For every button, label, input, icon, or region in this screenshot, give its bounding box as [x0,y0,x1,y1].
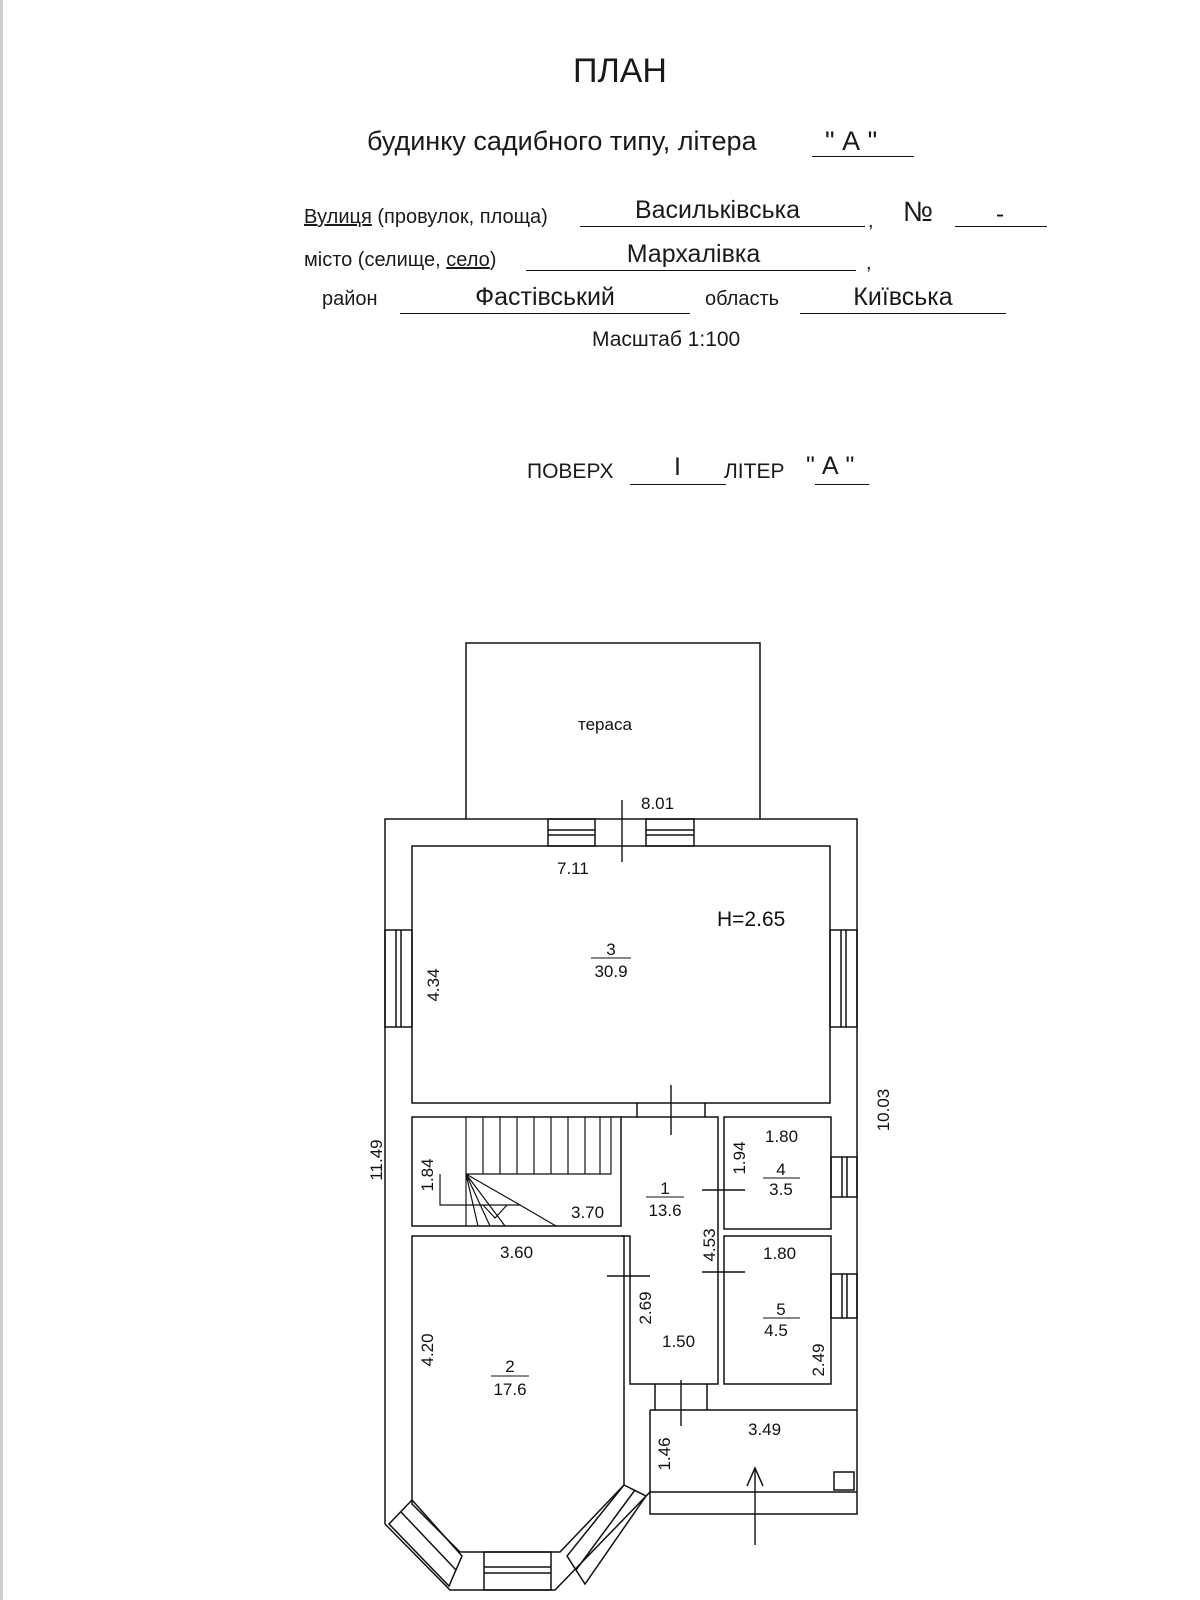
area-fraction-bars [491,957,800,1377]
room-1-outline [621,1116,719,1385]
region-underline [800,313,1006,314]
dim-hall-lower-height: 2.69 [636,1291,655,1324]
dim-room-3-height: 4.34 [424,968,443,1001]
dim-stair-width: 3.70 [571,1203,604,1222]
dim-entry-height: 1.46 [655,1437,674,1470]
window-bay-bottom [483,1551,552,1591]
dim-entry-width: 3.49 [748,1420,781,1439]
window-bay-left [387,1498,463,1588]
terrace-label: тераса [578,715,632,734]
room-1-number: 1 [660,1179,669,1198]
room-3-area: 30.9 [594,962,627,981]
number-underline [955,226,1047,227]
entry-door-jambs [654,1384,708,1410]
window-top-right [645,818,695,847]
dim-outer-left: 11.49 [367,1139,386,1180]
dim-outer-top: 8.01 [641,794,674,813]
floor-underline [630,484,726,485]
letter-value-underline [815,484,869,485]
city-value: Мархалівка [626,240,761,268]
region-value: Київська [853,283,953,311]
city-label: місто (селище, село) [304,249,497,271]
district-label: район [322,288,378,310]
dim-hall-height: 4.53 [700,1228,719,1261]
room-3-number: 3 [606,940,615,959]
number-value: - [995,200,1005,228]
hall-door-jambs [636,1103,706,1117]
room-1-area: 13.6 [648,1201,681,1220]
window-bay-right [566,1484,648,1586]
dim-hall-width: 1.50 [662,1332,695,1351]
plan-subtitle: будинку садибного типу, літера [367,126,757,156]
window-left [384,929,413,1028]
door-marks [607,800,756,1545]
entry-step [833,1471,855,1491]
dim-room-5-height: 2.49 [809,1343,828,1376]
dim-inner-top: 7.11 [557,859,589,878]
region-label: область [705,288,780,310]
staircase [439,1117,612,1227]
room-2-area: 17.6 [493,1380,526,1399]
number-label: № [903,196,934,227]
room-2-outline [411,1235,625,1553]
window-room-5 [830,1273,858,1319]
room-4-number: 4 [776,1160,785,1179]
room-5-area: 4.5 [764,1321,788,1340]
room-2-number: 2 [505,1357,514,1376]
district-value: Фастівський [475,283,615,311]
entrance-arrow [746,1466,764,1487]
dim-room-2-width: 3.60 [500,1243,533,1262]
window-right [829,929,858,1028]
dim-outer-right: 10.03 [874,1089,893,1132]
room-5-number: 5 [776,1300,785,1319]
dim-room-4-height: 1.94 [730,1141,749,1174]
district-underline [400,313,690,314]
street-value: Васильківська [634,196,801,224]
dim-room-2-height: 4.20 [418,1333,437,1366]
page-edge [0,0,3,1600]
ceiling-height-label: H=2.65 [717,908,785,931]
street-comma: , [868,210,874,232]
street-label: Вулиця (провулок, площа) [304,206,548,228]
letter-underline [812,156,914,157]
floor-value: І [674,453,681,481]
scale-label: Масштаб 1:100 [592,328,741,351]
terrace-outline [465,642,761,819]
window-room-4 [830,1156,858,1198]
dim-stair-height: 1.84 [418,1158,437,1191]
dim-room-4-width: 1.80 [765,1127,798,1146]
building-letter: " А " [825,126,878,156]
entry-outline [649,1409,857,1493]
dim-room-5-width: 1.80 [763,1244,796,1263]
street-underline [580,226,865,227]
letter-value: " А " [806,452,855,480]
city-comma: , [866,252,872,274]
window-top-left [547,818,596,847]
floor-label: ПОВЕРХ [527,460,614,483]
plan-title: ПЛАН [573,52,667,90]
room-4-area: 3.5 [769,1180,793,1199]
city-underline [526,270,856,271]
letter-label: ЛІТЕР [724,460,785,483]
